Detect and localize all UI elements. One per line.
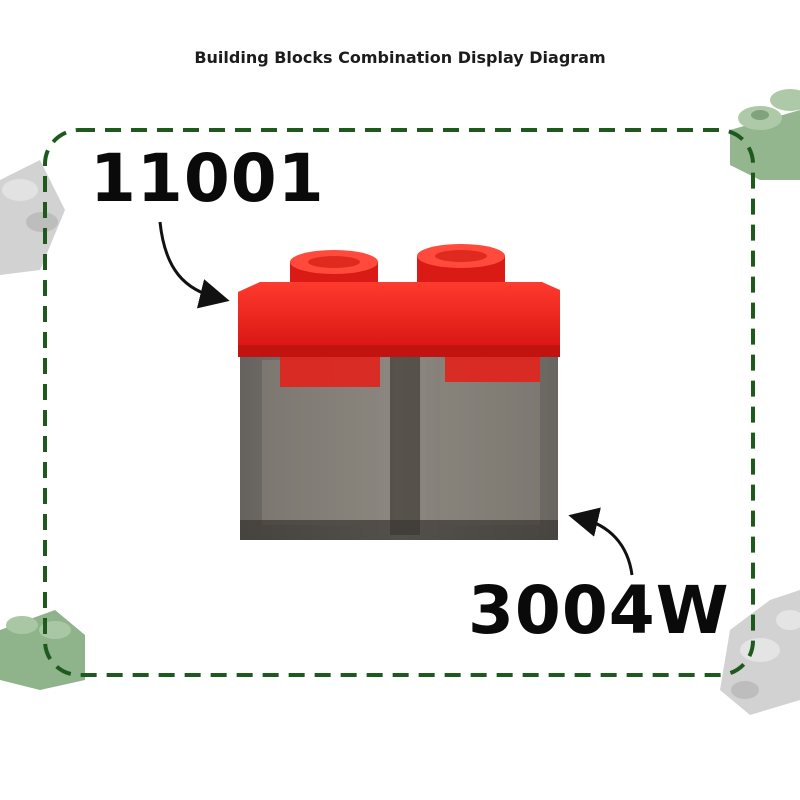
part-label-11001: 11001 [90,140,325,217]
red-brick [238,244,560,387]
brick-deco-icon [0,160,65,275]
arrow-icon [158,221,230,309]
diagram-title: Building Blocks Combination Display Diag… [194,48,606,67]
part-label-3004w: 3004W [468,572,730,649]
brick-deco-icon [730,89,800,180]
brick-deco-icon [0,610,85,690]
arrow-icon [568,507,634,576]
dashed-frame [43,128,755,677]
brick-deco-icon [720,590,800,715]
